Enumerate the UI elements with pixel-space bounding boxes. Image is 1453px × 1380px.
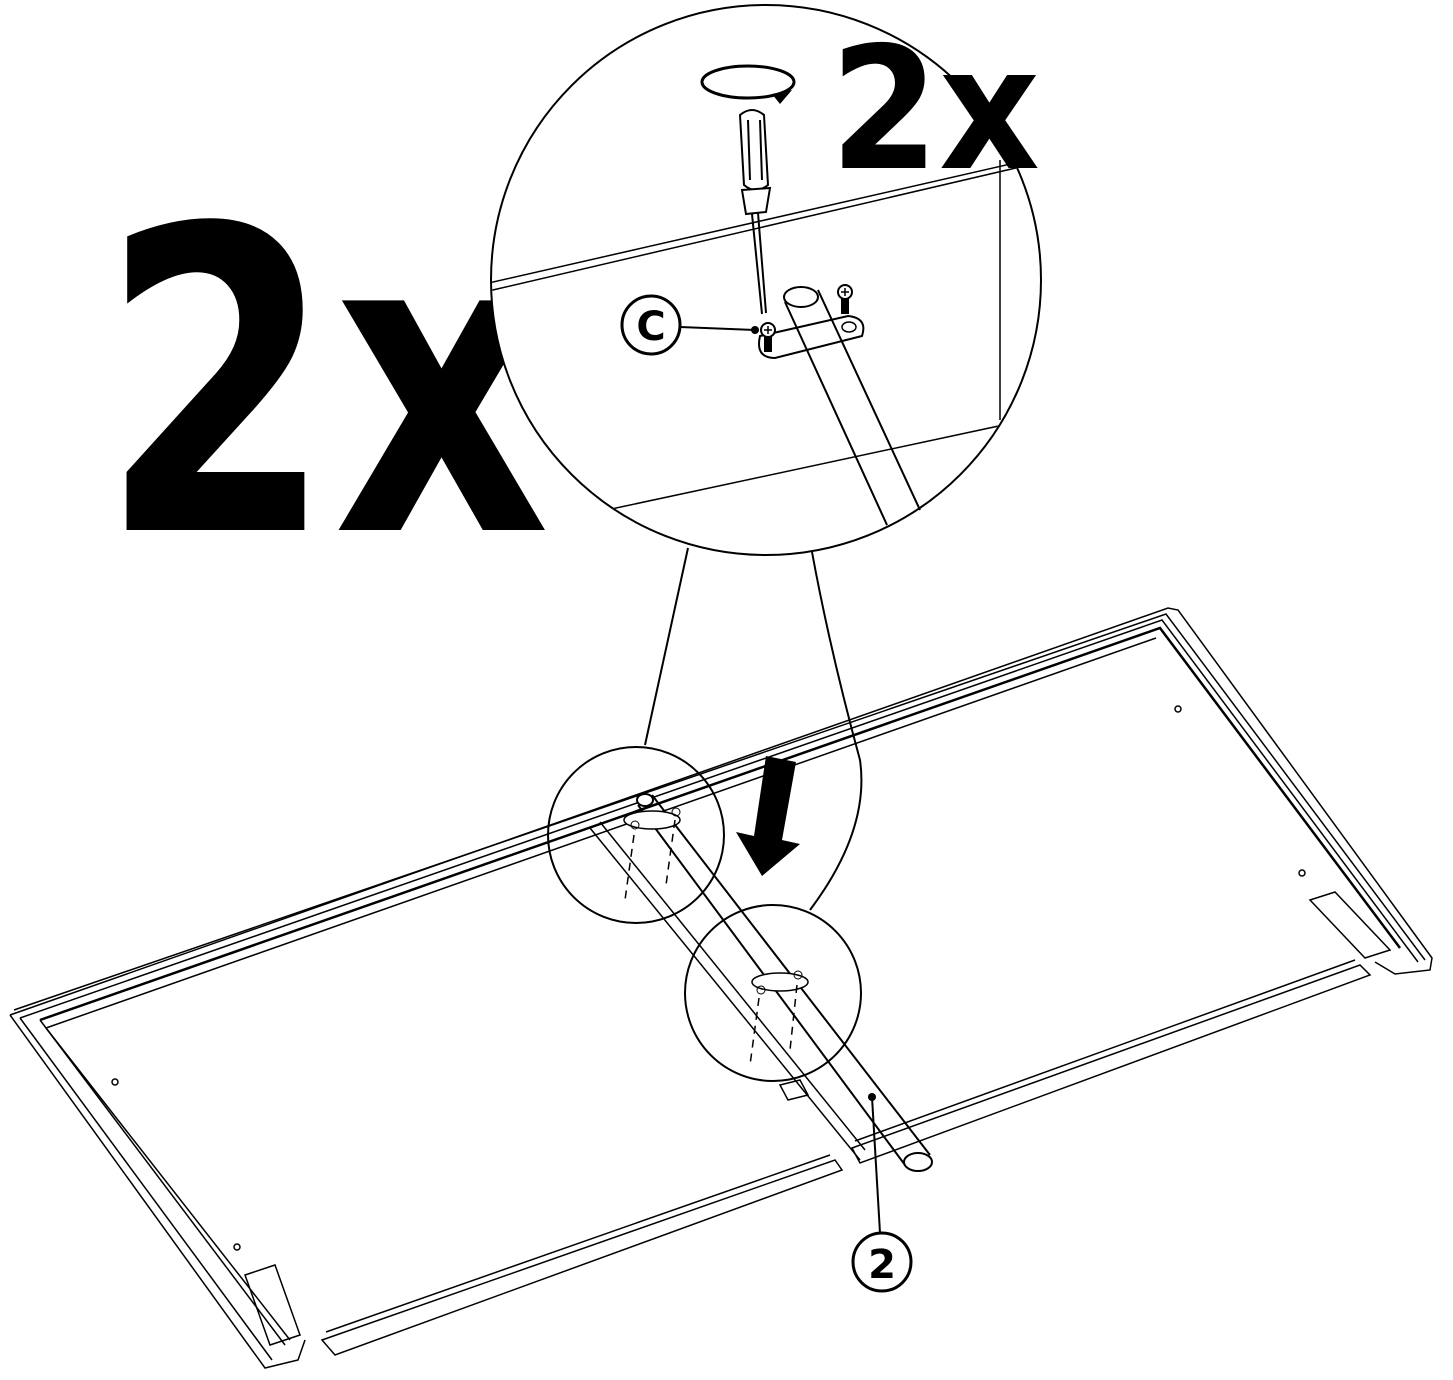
detail-circle-lower [684, 904, 862, 1082]
detail-zoom-view: C [490, 4, 1042, 556]
part-label-rod-text: 2 [868, 1242, 896, 1288]
screw-icon [760, 322, 776, 352]
frame-panel [9, 607, 1433, 1369]
screw-icon [837, 284, 853, 314]
part-label-screw-text: C [636, 304, 665, 350]
screwdriver-icon [738, 109, 772, 315]
arrow-down-icon [736, 756, 800, 876]
quantity-detail-label: 2x [830, 11, 1040, 209]
part-label-rod: 2 [851, 1231, 913, 1293]
part-label-screw: C [620, 294, 682, 356]
rotate-clockwise-icon [700, 64, 796, 104]
quantity-main-label: 2x [100, 141, 550, 630]
mounting-bracket [758, 314, 865, 360]
detail-circle-upper [547, 746, 725, 924]
